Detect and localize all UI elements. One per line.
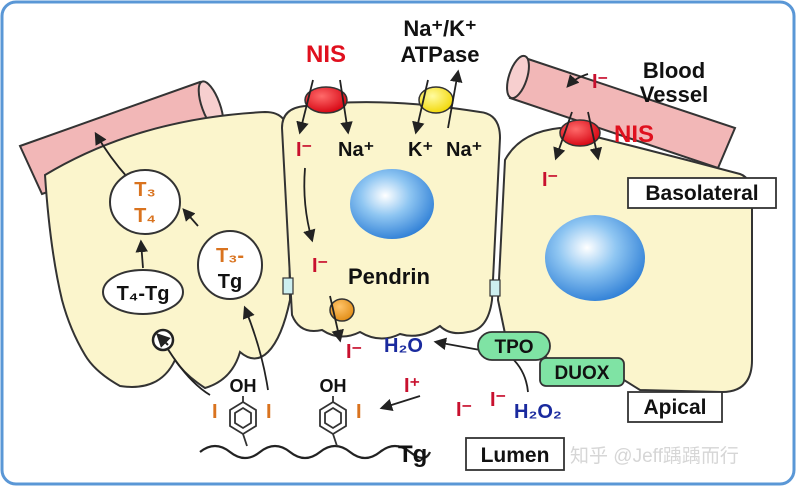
- blood-vessel-label-line1: Blood: [643, 58, 705, 83]
- blood-vessel-label-line2: Vessel: [640, 82, 709, 107]
- nucleus-middle: [350, 169, 434, 239]
- nis-transporter-left: [304, 86, 348, 114]
- iodide-in-vessel: I⁻: [592, 71, 608, 93]
- iodine-left-2: I: [266, 401, 272, 423]
- t4-tg-label: T₄-Tg: [117, 283, 170, 305]
- tpo-label: TPO: [494, 337, 533, 358]
- nucleus-right: [545, 215, 645, 301]
- t3-label: T₃: [134, 179, 155, 201]
- iodinium-label: I⁺: [404, 375, 420, 397]
- apical-label: Apical: [643, 396, 706, 419]
- tpo-enzyme: [477, 331, 551, 361]
- t4-tg-bubble: [102, 269, 184, 315]
- watermark: 知乎 @Jeff踽踽而行: [570, 445, 739, 467]
- hydroxyl-right: OH: [320, 376, 347, 396]
- iodotyrosine-ring-left: [229, 396, 257, 447]
- t3-tg-label-top: T₃-: [216, 245, 244, 267]
- pendrin-transporter: [329, 298, 355, 322]
- atpase-label-line2: ATPase: [400, 42, 479, 67]
- t4-label: T₄: [134, 205, 156, 227]
- nis-transporter-right: [559, 119, 601, 147]
- nis-label-right: NIS: [614, 121, 654, 148]
- iodine-left-1: I: [212, 401, 218, 423]
- duox-label: DUOX: [555, 363, 610, 384]
- tight-junction-right: [489, 279, 501, 297]
- apical-box: [627, 391, 723, 423]
- iodide-middle-cell: I⁻: [312, 255, 328, 277]
- thyroglobulin-label: Tg: [398, 441, 427, 468]
- iodide-lumen-pendrin: I⁻: [346, 341, 362, 363]
- hydroxyl-left: OH: [230, 376, 257, 396]
- t3-tg-bubble: [197, 230, 263, 300]
- sodium-right: Na⁺: [446, 139, 482, 161]
- t3-tg-label-bottom: Tg: [218, 271, 242, 293]
- basolateral-box: [627, 177, 777, 209]
- thyroglobulin-chain: [199, 444, 432, 460]
- lumen-label: Lumen: [481, 444, 550, 467]
- basolateral-label: Basolateral: [645, 182, 758, 205]
- lumen-box: [465, 437, 565, 471]
- iodide-lumen-1: I⁻: [456, 399, 472, 421]
- pendrin-label: Pendrin: [348, 264, 430, 289]
- iodide-below-nis: I⁻: [296, 139, 312, 161]
- water-label: H₂O: [384, 335, 423, 357]
- iodotyrosine-ring-right: [319, 396, 347, 447]
- sodium-left: Na⁺: [338, 139, 374, 161]
- t3-t4-bubble: [109, 169, 181, 235]
- tight-junction-left: [282, 277, 294, 295]
- hydrogen-peroxide-label: H₂O₂: [514, 401, 562, 423]
- nis-label-left: NIS: [306, 41, 346, 68]
- iodine-right: I: [356, 401, 362, 423]
- atpase-label-line1: Na⁺/K⁺: [403, 16, 476, 41]
- potassium: K⁺: [408, 139, 433, 161]
- iodide-right-cell: I⁻: [542, 169, 558, 191]
- duox-enzyme: [539, 357, 625, 387]
- left-thyrocyte: [43, 110, 292, 390]
- iodide-lumen-2: I⁻: [490, 389, 506, 411]
